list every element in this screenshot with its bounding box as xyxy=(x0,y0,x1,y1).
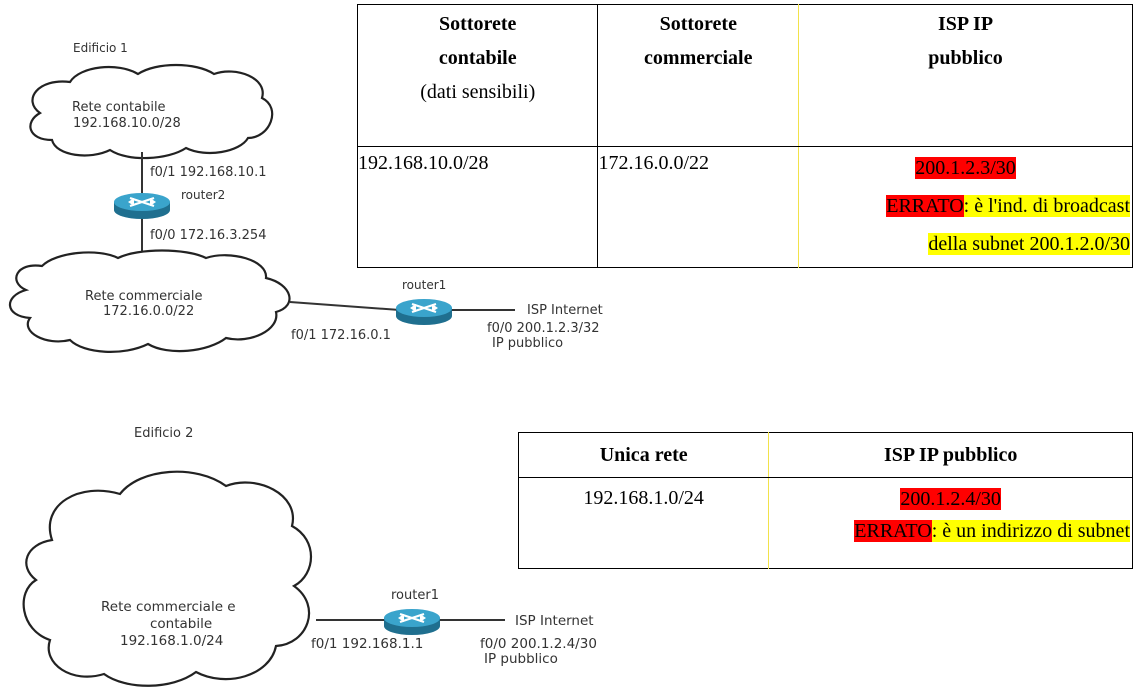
error-explanation-1: : è l'ind. di broadcast xyxy=(963,195,1130,217)
cloud-b2-name2: contabile xyxy=(150,616,212,632)
isp-internet-b1: ISP Internet xyxy=(527,303,603,318)
table-building1: Sottorete contabile (dati sensibili) Sot… xyxy=(357,4,1133,268)
cloud-rete-commerciale-contabile xyxy=(22,470,313,687)
building2-title: Edificio 2 xyxy=(134,426,193,441)
ip-value-wrong-b2: 200.1.2.4/30 xyxy=(900,488,1001,510)
router1-b1-if-right-note: IP pubblico xyxy=(492,336,563,351)
error-word-b2: ERRATO xyxy=(854,520,932,542)
error-explanation-b2: : è un indirizzo di subnet xyxy=(931,520,1130,542)
link-commerciale-router1 xyxy=(289,301,401,311)
header-col1-line1: Sottorete xyxy=(439,13,517,35)
cloud-rete-contabile-name: Rete contabile xyxy=(72,100,166,115)
error-explanation-2: della subnet 200.1.2.0/30 xyxy=(928,233,1130,255)
table-building2: Unica rete ISP IP pubblico 192.168.1.0/2… xyxy=(518,432,1133,569)
error-word: ERRATO xyxy=(886,195,964,217)
router1-b1-icon xyxy=(394,297,454,327)
router2-icon xyxy=(112,191,172,221)
building1-title: Edificio 1 xyxy=(73,41,128,55)
header-col2-line1: Sottorete xyxy=(659,13,737,35)
ip-value-wrong: 200.1.2.3/30 xyxy=(915,157,1016,179)
router1-b1-if-left: f0/1 172.16.0.1 xyxy=(291,328,391,343)
cell-isp-ip-b2: 200.1.2.4/30 ERRATO: è un indirizzo di s… xyxy=(769,478,1133,569)
router1-b2-label: router1 xyxy=(391,588,439,603)
header-unica-rete: Unica rete xyxy=(518,432,770,478)
cloud-b2-name1: Rete commerciale e xyxy=(101,599,236,615)
cloud-rete-commerciale-name: Rete commerciale xyxy=(85,289,203,304)
cloud-b2-net: 192.168.1.0/24 xyxy=(120,633,223,649)
router1-b1-if-right: f0/0 200.1.2.3/32 xyxy=(487,321,600,336)
cell-isp-ip: 200.1.2.3/30 ERRATO: è l'ind. di broadca… xyxy=(799,147,1133,268)
router1-b2-icon xyxy=(382,607,442,637)
header-isp-ip-pubblico: ISP IP pubblico xyxy=(798,4,1133,147)
router2-if-top: f0/1 192.168.10.1 xyxy=(150,165,266,180)
cloud-rete-contabile xyxy=(29,63,274,160)
header-isp-ip-pubblico-b2: ISP IP pubblico xyxy=(768,432,1133,478)
router2-label: router2 xyxy=(181,188,225,202)
header-sottorete-contabile: Sottorete contabile (dati sensibili) xyxy=(357,4,599,147)
isp-internet-b2: ISP Internet xyxy=(515,613,594,629)
router1-b1-label: router1 xyxy=(402,278,446,292)
router1-b2-if-left: f0/1 192.168.1.1 xyxy=(311,636,423,652)
cloud-rete-commerciale xyxy=(8,249,291,353)
header-col3-line1: ISP IP xyxy=(938,13,994,35)
cloud-rete-contabile-net: 192.168.10.0/28 xyxy=(73,116,181,131)
router1-b2-if-right: f0/0 200.1.2.4/30 xyxy=(480,636,597,652)
cell-unica-rete: 192.168.1.0/24 xyxy=(518,477,770,569)
header-col2-line2: commerciale xyxy=(644,47,753,69)
header-sottorete-commerciale: Sottorete commerciale xyxy=(597,4,800,147)
header-col3-line2: pubblico xyxy=(928,47,1003,69)
cloud-rete-commerciale-net: 172.16.0.0/22 xyxy=(103,304,194,319)
router1-b2-if-right-note: IP pubblico xyxy=(484,651,558,667)
cell-subnet-commerciale: 172.16.0.0/22 xyxy=(597,146,800,268)
cell-subnet-contabile: 192.168.10.0/28 xyxy=(357,146,599,268)
header-col1-line2: contabile xyxy=(438,47,517,69)
router2-if-bottom: f0/0 172.16.3.254 xyxy=(150,228,266,243)
header-col1-note: (dati sensibili) xyxy=(420,81,536,103)
